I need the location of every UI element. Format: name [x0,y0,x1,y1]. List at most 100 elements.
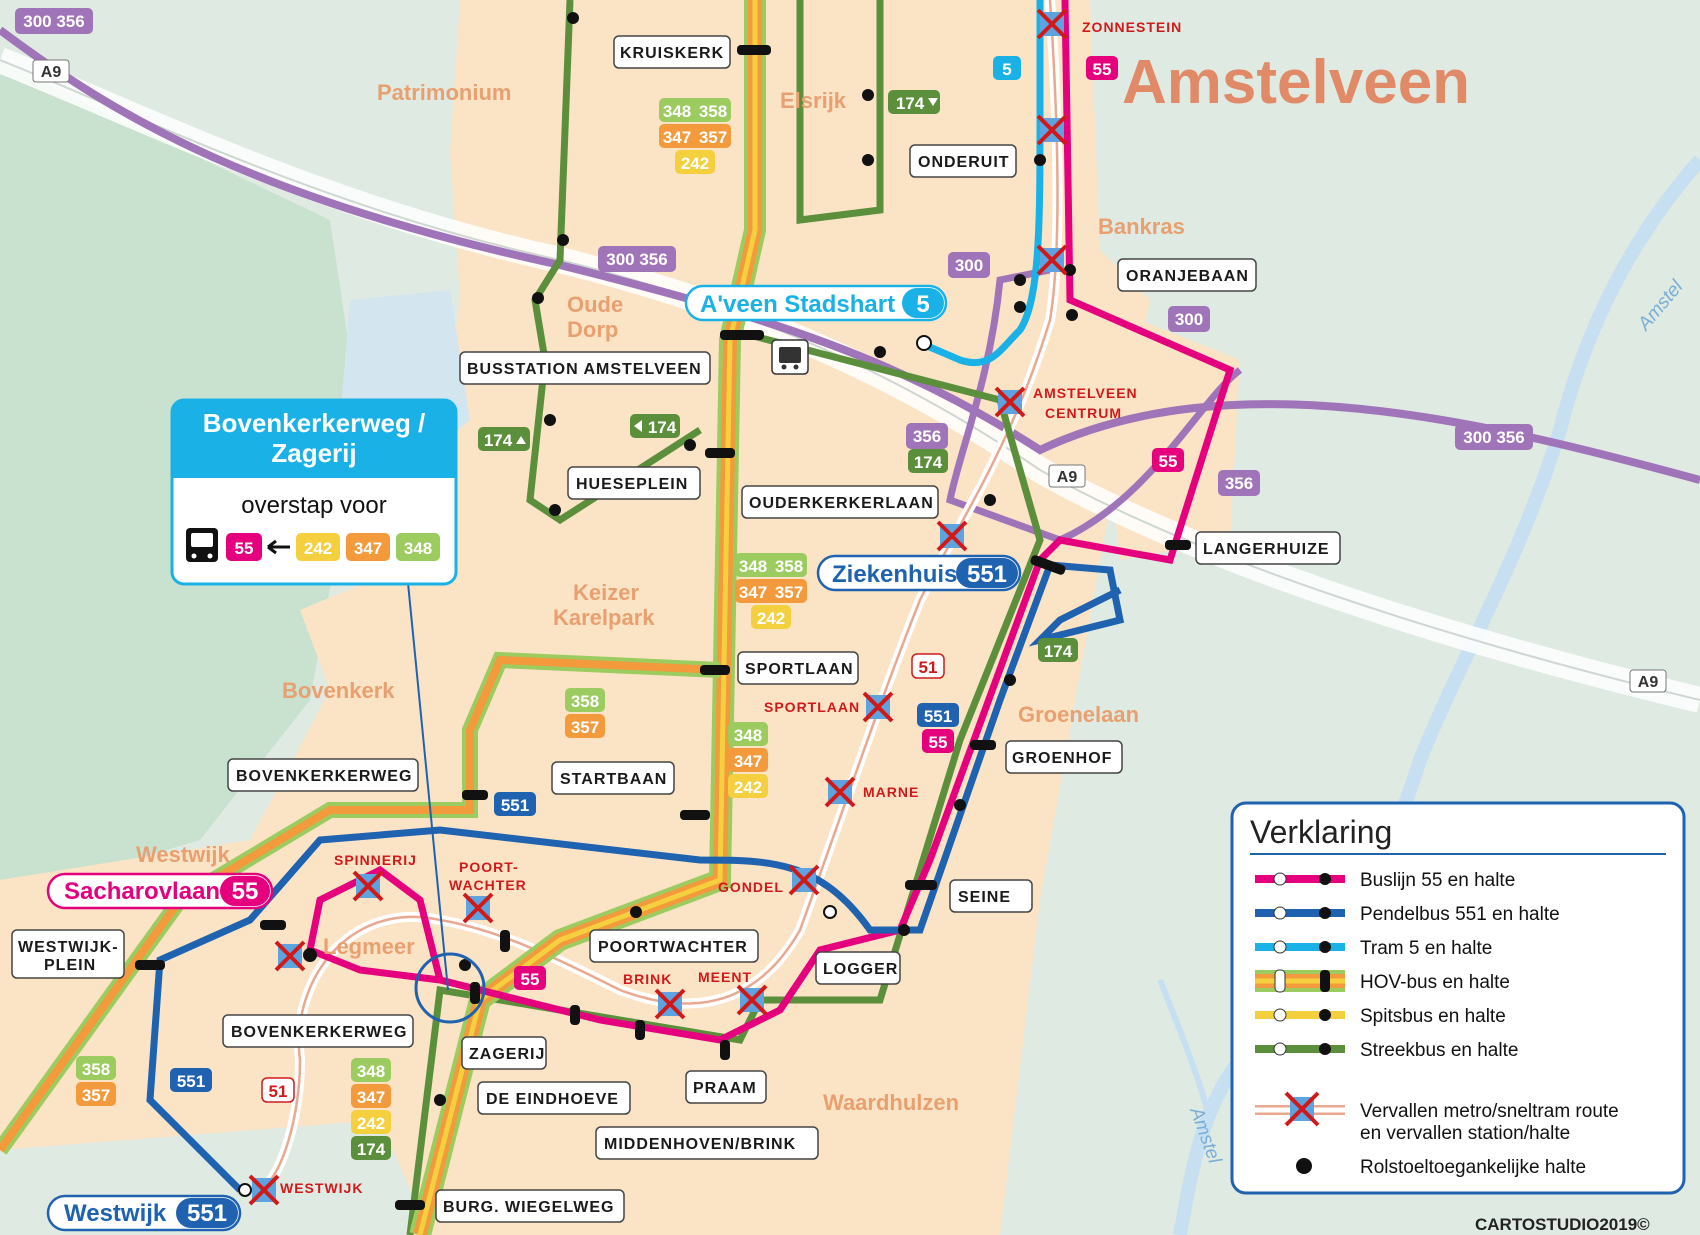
svg-text:Vervallen metro/sneltram route: Vervallen metro/sneltram route [1360,1101,1619,1122]
stop-hueseplein[interactable]: HUESEPLEIN [567,466,701,500]
svg-text:PLEIN: PLEIN [44,957,96,974]
former-stop-westwijk: WESTWIJK [280,1180,363,1196]
stop-zagerij[interactable]: ZAGERIJ [461,1036,547,1070]
bus-icon [186,528,218,562]
svg-text:A9: A9 [1638,674,1659,691]
cross-sportlaan [862,691,894,723]
stop-kruiskerk[interactable]: KRUISKERK [613,35,731,69]
svg-text:A'veen Stadshart: A'veen Stadshart [700,291,895,318]
stop-busstation[interactable]: BUSSTATION AMSTELVEEN [459,351,711,385]
svg-text:358: 358 [571,692,599,711]
stop-praam[interactable]: PRAAM [685,1070,767,1104]
road-a9-label-3: A9 [1629,669,1667,693]
stop-oranjebaan[interactable]: ORANJEBAAN [1117,258,1257,292]
svg-text:300: 300 [1175,310,1203,329]
former-stop-poortwachter-2: WACHTER [449,877,527,893]
cross-poortwachter [462,892,494,924]
svg-text:GROENHOF: GROENHOF [1012,750,1112,767]
transfer-circle [414,952,486,1024]
svg-text:551: 551 [177,1072,205,1091]
road-a9-label-1: A9 [32,59,70,83]
badge-55: 55 [1086,56,1118,80]
svg-text:ORANJEBAAN: ORANJEBAAN [1126,268,1249,285]
svg-text:Sacharovlaan: Sacharovlaan [64,878,220,905]
svg-text:BOVENKERKERWEG: BOVENKERKERWEG [236,768,412,785]
area-groenelaan: Groenelaan [1018,702,1139,727]
road-a9-label-2: A9 [1048,464,1086,488]
badge-300: 300 [1168,306,1210,332]
former-stop-spinnerij: SPINNERIJ [334,852,417,868]
badge-242: 242 [728,774,768,798]
former-stop-centrum-1: AMSTELVEEN [1033,385,1138,401]
badge-174: 174 [1038,638,1078,662]
stop-westwijkplein[interactable]: WESTWIJK-PLEIN [11,929,125,979]
line-174-east [796,0,884,224]
legend: Verklaring Buslijn 55 en halte Pendelbus… [1230,801,1686,1195]
svg-text:300 356: 300 356 [23,12,84,31]
svg-text:ZAGERIJ: ZAGERIJ [469,1046,545,1063]
svg-text:356: 356 [1225,474,1253,493]
badge-174: 174 [351,1136,391,1160]
canal [1157,978,1213,1121]
stop-startbaan[interactable]: STARTBAAN [551,761,675,795]
area-patrimonium: Patrimonium [377,80,511,105]
badge-55: 55 [922,729,954,753]
badge-55: 55 [1152,448,1184,472]
svg-text:5: 5 [1002,60,1011,79]
svg-text:POORTWACHTER: POORTWACHTER [598,939,748,956]
stop-poortwachter[interactable]: POORTWACHTER [589,929,759,963]
badge-242: 242 [351,1110,391,1134]
stop-sportlaan[interactable]: SPORTLAAN [737,651,859,685]
svg-text:242: 242 [681,154,709,173]
svg-text:174: 174 [648,418,677,437]
transfer-title-line1: Bovenkerkerweg / [203,408,426,438]
transfer-line-55: 55 [226,533,262,561]
svg-text:5: 5 [916,291,929,318]
area-elsrijk: Elsrijk [780,88,847,113]
stop-dots [303,12,1078,1106]
stop-onderuit[interactable]: ONDERUIT [909,144,1017,178]
badge-300-356: 300 356 [15,8,93,34]
line-5-tram [923,0,1044,367]
svg-text:242: 242 [734,778,762,797]
svg-text:347: 347 [663,128,691,147]
hub-sacharovlaan[interactable]: Sacharovlaan 55 [46,872,274,910]
svg-text:55: 55 [232,878,259,905]
svg-text:348: 348 [663,102,691,121]
svg-text:MIDDENHOVEN/BRINK: MIDDENHOVEN/BRINK [604,1136,796,1153]
stop-langerhuize[interactable]: LANGERHUIZE [1195,531,1341,565]
svg-text:HOV-bus en halte: HOV-bus en halte [1360,972,1510,993]
svg-text:KRUISKERK: KRUISKERK [620,45,724,62]
transfer-line-347: 347 [346,533,390,561]
badge-51: 51 [261,1077,295,1103]
stop-groenhof[interactable]: GROENHOF [1005,740,1123,774]
stop-bovenkerkerweg-top[interactable]: BOVENKERKERWEG [227,758,419,792]
badge-357: 357 [76,1082,116,1106]
svg-text:348: 348 [357,1062,385,1081]
stop-bovenkerkerweg-bottom[interactable]: BOVENKERKERWEG [222,1014,414,1048]
legend-line-spitsbus: Spitsbus en halte [1255,1006,1506,1027]
transfer-info-box[interactable]: Bovenkerkerweg / Zagerij overstap voor 5… [170,398,458,586]
hub-aveen-stadshart[interactable]: A'veen Stadshart 5 [684,284,948,322]
stop-burg-wiegelweg[interactable]: BURG. WIEGELWEG [435,1189,625,1223]
svg-text:300 356: 300 356 [1463,428,1524,447]
stop-middenhoven-brink[interactable]: MIDDENHOVEN/BRINK [595,1126,819,1160]
svg-text:551: 551 [187,1200,227,1227]
cross-ouderkerkerlaan [936,520,968,552]
stop-logger[interactable]: LOGGER [815,951,901,985]
badge-174: 174 [478,427,530,451]
svg-text:STARTBAAN: STARTBAAN [560,771,667,788]
stop-seine[interactable]: SEINE [949,879,1033,913]
hub-ziekenhuis[interactable]: Ziekenhuis 551 [816,554,1022,592]
svg-text:PRAAM: PRAAM [693,1080,757,1097]
svg-text:BOVENKERKERWEG: BOVENKERKERWEG [231,1024,407,1041]
former-stop-sportlaan: SPORTLAAN [764,699,860,715]
badge-242: 242 [751,605,791,629]
hub-westwijk[interactable]: Westwijk 551 [46,1194,242,1232]
stop-de-eindhoeve[interactable]: DE EINDHOEVE [477,1081,631,1115]
transfer-line-242: 242 [296,533,340,561]
badge-174: 174 [908,449,948,473]
cross-brink [654,988,686,1020]
svg-text:348: 348 [739,557,767,576]
stop-ouderkerkerlaan[interactable]: OUDERKERKERLAAN [741,485,939,519]
